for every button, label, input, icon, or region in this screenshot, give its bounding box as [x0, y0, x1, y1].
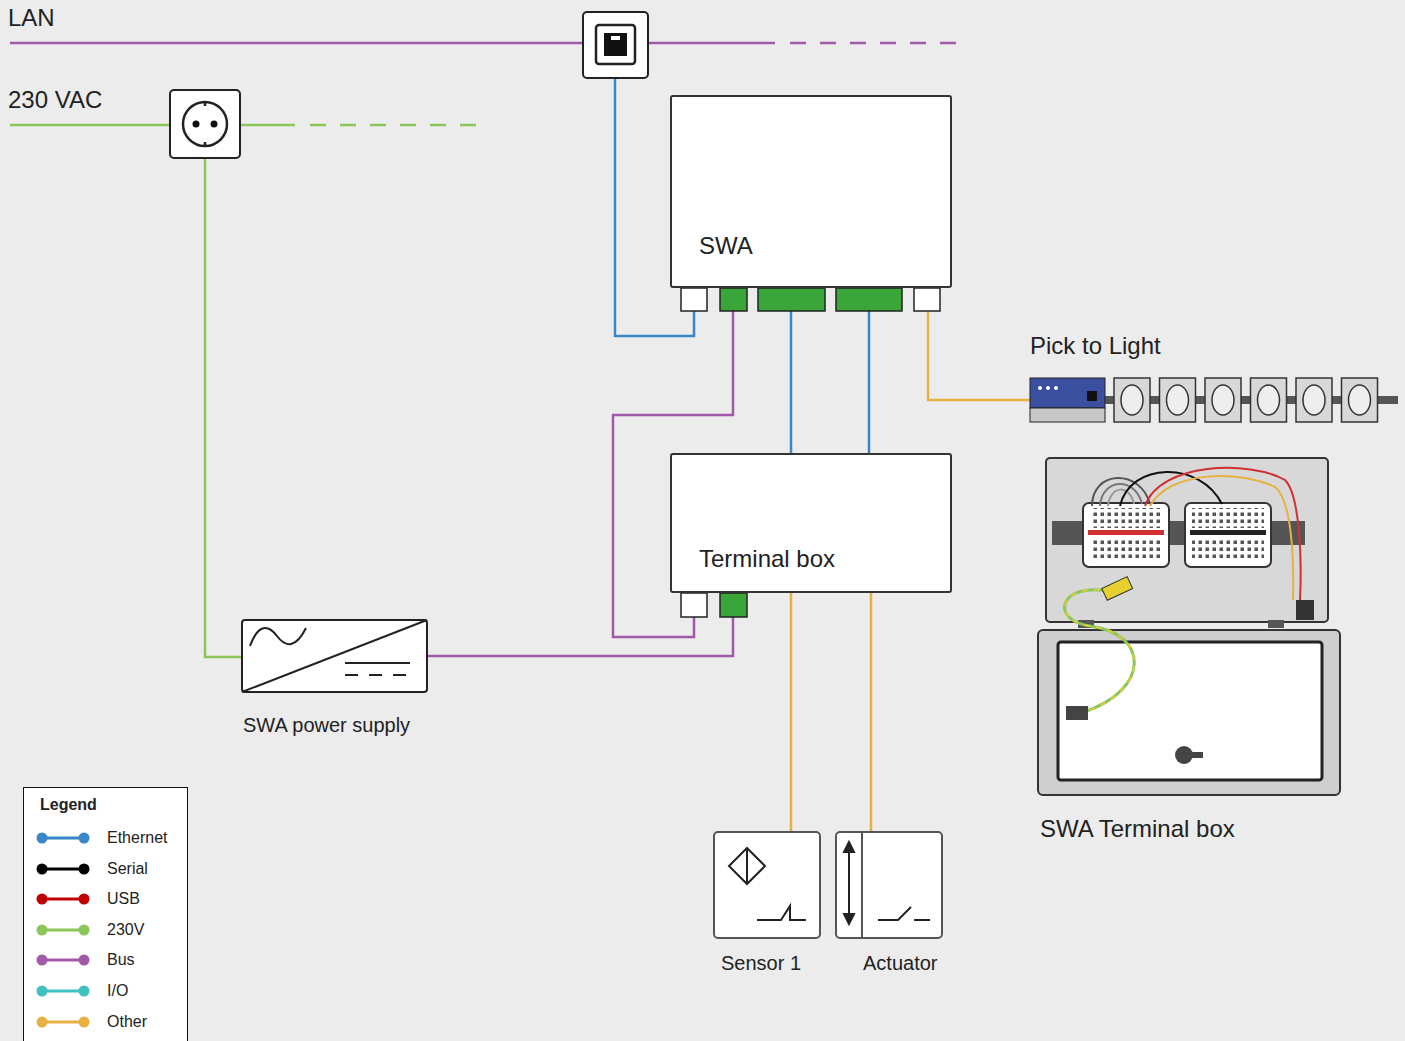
controller-box: SWA — [670, 95, 952, 288]
bus-label: LAN — [8, 4, 55, 32]
light-module — [1251, 378, 1287, 422]
mains-line — [10, 125, 478, 657]
legend-text: 230V — [107, 921, 144, 939]
legend-swatch — [36, 981, 96, 1001]
legend-box: EthernetSerialUSB 230V BusI/O Other — [23, 787, 188, 1041]
legend-swatch — [36, 859, 96, 879]
light-button — [1303, 385, 1325, 415]
wire-connector — [868, 288, 871, 453]
terminal-ports — [681, 593, 747, 617]
node-label: Actuator — [863, 952, 937, 975]
wire-connector — [870, 593, 873, 832]
light-module — [1205, 378, 1241, 422]
light-button — [1212, 385, 1234, 415]
legend-swatch — [36, 1012, 96, 1032]
wire-connector — [790, 593, 793, 832]
legend-text: USB — [107, 890, 140, 908]
legend-text: Other — [107, 1013, 147, 1031]
legend-text: Ethernet — [107, 829, 167, 847]
legend-swatch — [36, 950, 96, 970]
lan-line — [10, 43, 960, 336]
power-supply-symbol — [242, 620, 427, 692]
light-button — [1167, 385, 1189, 415]
node-label: SWA Terminal box — [1040, 815, 1235, 843]
light-button — [1349, 385, 1371, 415]
legend-text: Bus — [107, 951, 135, 969]
light-module — [1160, 378, 1196, 422]
wire-connector — [790, 288, 793, 453]
power-socket — [170, 90, 240, 158]
legend-title: Legend — [40, 796, 97, 814]
node-label: SWA power supply — [243, 714, 410, 737]
mains-label: 230 VAC — [8, 86, 102, 114]
legend-text: I/O — [107, 982, 128, 1000]
pick-to-light: Pick to Light — [1030, 378, 1392, 422]
light-module — [1296, 378, 1332, 422]
sensor-symbol — [714, 832, 820, 938]
legend-swatch — [36, 889, 96, 909]
wire-connector — [928, 288, 1030, 400]
sensor: Sensor 1 — [714, 832, 820, 938]
light-module — [1342, 378, 1378, 422]
node-label: Terminal box — [699, 545, 835, 573]
actuator: Actuator — [836, 832, 942, 938]
node-label: Sensor 1 — [721, 952, 801, 975]
legend-swatch — [36, 828, 96, 848]
node-label: Pick to Light — [1030, 332, 1161, 360]
swa-ports — [681, 288, 940, 311]
light-button — [1121, 385, 1143, 415]
terminal-box-illustration — [1038, 458, 1340, 795]
network-socket — [583, 12, 648, 78]
pick-to-light-strip — [1030, 378, 1398, 422]
actuator-symbol — [836, 832, 942, 938]
node-label: SWA — [699, 232, 753, 260]
legend-swatch — [36, 920, 96, 940]
terminal-box: Terminal box — [670, 453, 952, 593]
light-module — [1114, 378, 1150, 422]
light-button — [1258, 385, 1280, 415]
terminal-box-photo: SWA Terminal box — [1038, 458, 1340, 795]
power-supply: SWA power supply — [242, 620, 427, 692]
legend-text: Serial — [107, 860, 148, 878]
wire-connector — [427, 593, 733, 656]
